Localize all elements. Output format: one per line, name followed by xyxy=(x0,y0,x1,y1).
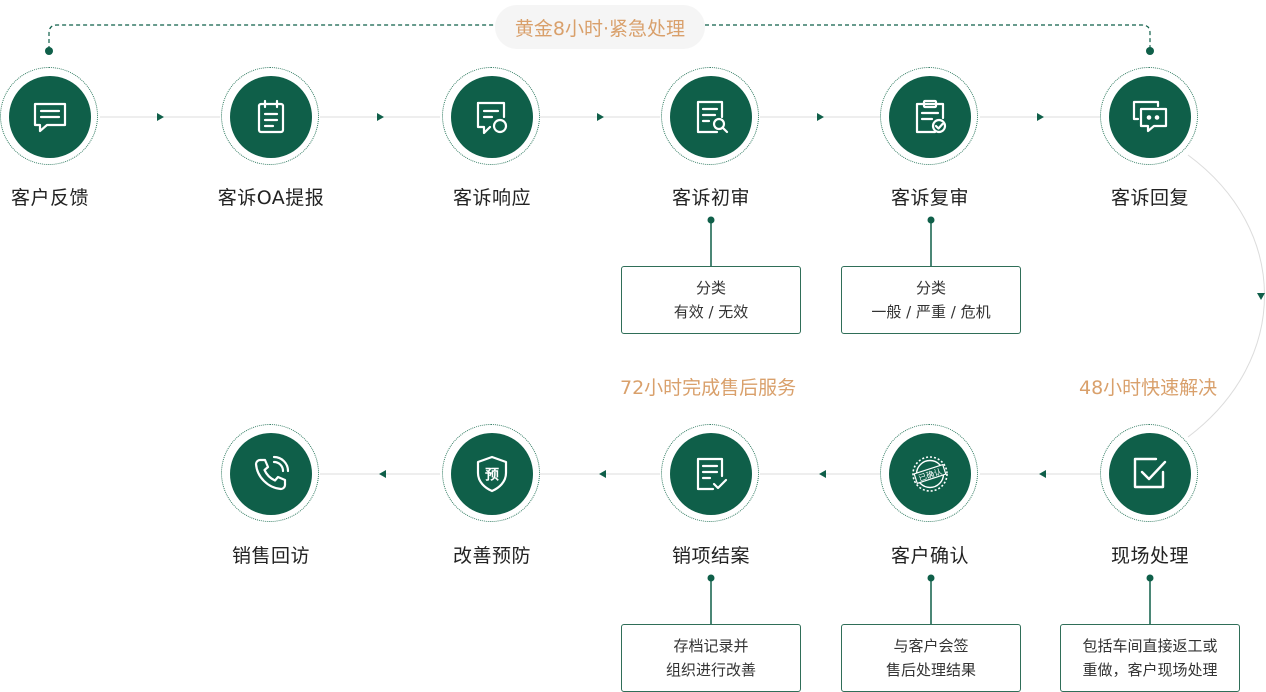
shield-char: 预 xyxy=(485,468,499,484)
label-72h: 72小时完成售后服务 xyxy=(620,377,797,399)
step-sales-followup xyxy=(221,424,321,524)
step-label: 现场处理 xyxy=(1110,545,1189,567)
note-line: 存档记录并 xyxy=(673,637,749,655)
arrow-right xyxy=(1037,113,1044,121)
step-second-review xyxy=(880,67,980,167)
arrow-right xyxy=(157,113,164,121)
note-line: 包括车间直接返工或 xyxy=(1082,637,1218,655)
step-initial-review xyxy=(661,67,761,167)
step-label: 客诉复审 xyxy=(890,187,969,209)
step-reply xyxy=(1100,67,1200,167)
arrow-right xyxy=(597,113,604,121)
note-customer-confirm: 与客户会签 售后处理结果 xyxy=(841,624,1021,692)
checkbox-icon xyxy=(1133,457,1167,489)
golden-8h-label: 黄金8小时·紧急处理 xyxy=(495,5,705,49)
clipboard-list-icon xyxy=(257,99,285,134)
step-case-close xyxy=(661,424,761,524)
step-label: 销项结案 xyxy=(671,545,750,567)
note-line: 重做，客户现场处理 xyxy=(1082,661,1218,679)
chat-message-icon xyxy=(33,102,67,133)
arrow-left xyxy=(379,470,386,478)
bracket-dot-left xyxy=(45,47,53,55)
curve-connector xyxy=(1187,154,1265,438)
note-initial-review: 分类 有效 / 无效 xyxy=(621,266,801,334)
step-customer-confirm: 已确认 xyxy=(880,424,980,524)
golden-8h-bracket xyxy=(48,24,1151,50)
step-label: 销售回访 xyxy=(231,545,310,567)
note-line: 售后处理结果 xyxy=(885,661,976,679)
note-line: 有效 / 无效 xyxy=(673,303,749,321)
note-stem-dots xyxy=(707,216,1154,582)
step-label: 客诉OA提报 xyxy=(217,187,325,209)
step-label: 客诉回复 xyxy=(1110,187,1189,209)
document-checkmark-icon xyxy=(696,457,728,491)
step-label: 客户反馈 xyxy=(10,187,89,209)
arrow-left xyxy=(1039,470,1046,478)
step-label: 客诉响应 xyxy=(452,187,531,209)
step-oa-report xyxy=(221,67,321,167)
double-chat-bubble-icon xyxy=(1132,100,1168,133)
note-line: 分类 xyxy=(695,279,726,297)
note-line: 分类 xyxy=(915,279,946,297)
note-line: 组织进行改善 xyxy=(665,661,756,679)
arrow-right xyxy=(817,113,824,121)
confirmed-stamp-icon: 已确认 xyxy=(912,456,948,492)
step-prevention: 预 xyxy=(442,424,542,524)
arrow-left xyxy=(819,470,826,478)
row1-arrows xyxy=(157,113,1044,121)
note-second-review: 分类 一般 / 严重 / 危机 xyxy=(841,266,1021,334)
step-label: 客诉初审 xyxy=(671,187,750,209)
note-stems xyxy=(710,220,1151,624)
row2-arrows xyxy=(379,470,1046,478)
arrow-right xyxy=(377,113,384,121)
note-line: 一般 / 严重 / 危机 xyxy=(871,303,991,321)
note-case-close: 存档记录并 组织进行改善 xyxy=(621,624,801,692)
document-chat-icon xyxy=(476,101,508,135)
note-line: 与客户会签 xyxy=(893,637,969,655)
step-response xyxy=(442,67,542,167)
note-onsite-handling: 包括车间直接返工或 重做，客户现场处理 xyxy=(1060,624,1240,692)
step-customer-feedback xyxy=(0,67,100,167)
phone-call-icon xyxy=(254,455,290,491)
bracket-dot-right xyxy=(1146,47,1154,55)
arrow-left xyxy=(599,470,606,478)
label-48h: 48小时快速解决 xyxy=(1079,377,1218,399)
step-label: 改善预防 xyxy=(452,545,531,567)
step-label: 客户确认 xyxy=(890,545,969,567)
document-search-icon xyxy=(696,100,729,134)
arrow-down xyxy=(1257,293,1265,300)
shield-prevention-icon: 预 xyxy=(476,455,508,493)
step-onsite-handling xyxy=(1100,424,1200,524)
clipboard-check-icon xyxy=(915,99,947,134)
